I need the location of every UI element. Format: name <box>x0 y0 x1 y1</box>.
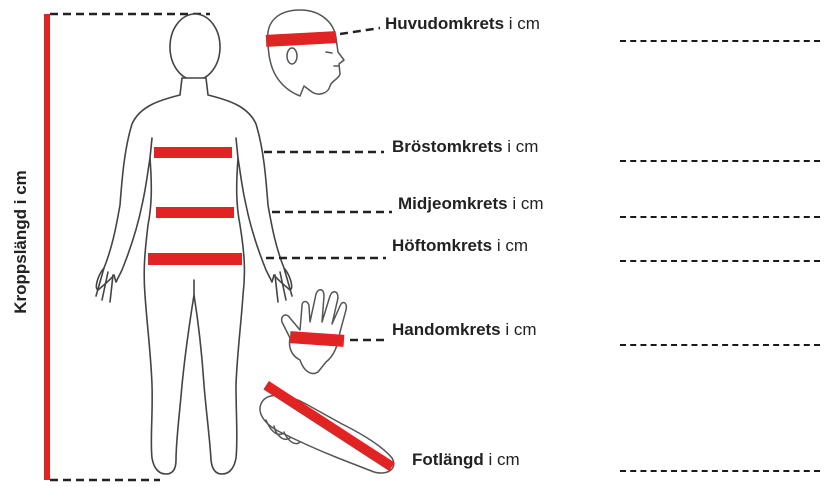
head-circumference-label: Huvudomkrets i cm <box>385 14 540 34</box>
hip-band <box>148 253 242 265</box>
foot-length-field[interactable] <box>620 456 820 472</box>
head-circumference-field[interactable] <box>620 26 820 42</box>
hip-circumference-field[interactable] <box>620 246 820 262</box>
leader-head <box>340 28 380 34</box>
chest-circumference-label: Bröstomkrets i cm <box>392 137 538 157</box>
chest-circumference-text: Bröstomkrets <box>392 137 503 156</box>
hip-circumference-label: Höftomkrets i cm <box>392 236 528 256</box>
hip-circumference-unit: i cm <box>497 236 528 255</box>
chest-circumference-field[interactable] <box>620 146 820 162</box>
body-height-label: Kroppslängd i cm <box>11 167 31 317</box>
head-ear <box>287 48 297 64</box>
height-bar <box>44 14 50 480</box>
hand-circumference-unit: i cm <box>505 320 536 339</box>
hip-circumference-text: Höftomkrets <box>392 236 492 255</box>
hand-circumference-text: Handomkrets <box>392 320 501 339</box>
chest-band <box>154 147 232 158</box>
body-head <box>170 14 220 80</box>
head-circumference-unit: i cm <box>509 14 540 33</box>
waist-circumference-text: Midjeomkrets <box>398 194 508 213</box>
foot-length-unit: i cm <box>489 450 520 469</box>
foot-length-label: Fotlängd i cm <box>412 450 520 470</box>
foot-length-text: Fotlängd <box>412 450 484 469</box>
hand-circumference-label: Handomkrets i cm <box>392 320 537 340</box>
waist-band <box>156 207 234 218</box>
head-sketch <box>268 10 344 96</box>
waist-circumference-label: Midjeomkrets i cm <box>398 194 544 214</box>
waist-circumference-unit: i cm <box>512 194 543 213</box>
foot-sketch <box>260 395 394 473</box>
head-circumference-text: Huvudomkrets <box>385 14 504 33</box>
waist-circumference-field[interactable] <box>620 202 820 218</box>
hand-circumference-field[interactable] <box>620 330 820 346</box>
chest-circumference-unit: i cm <box>507 137 538 156</box>
